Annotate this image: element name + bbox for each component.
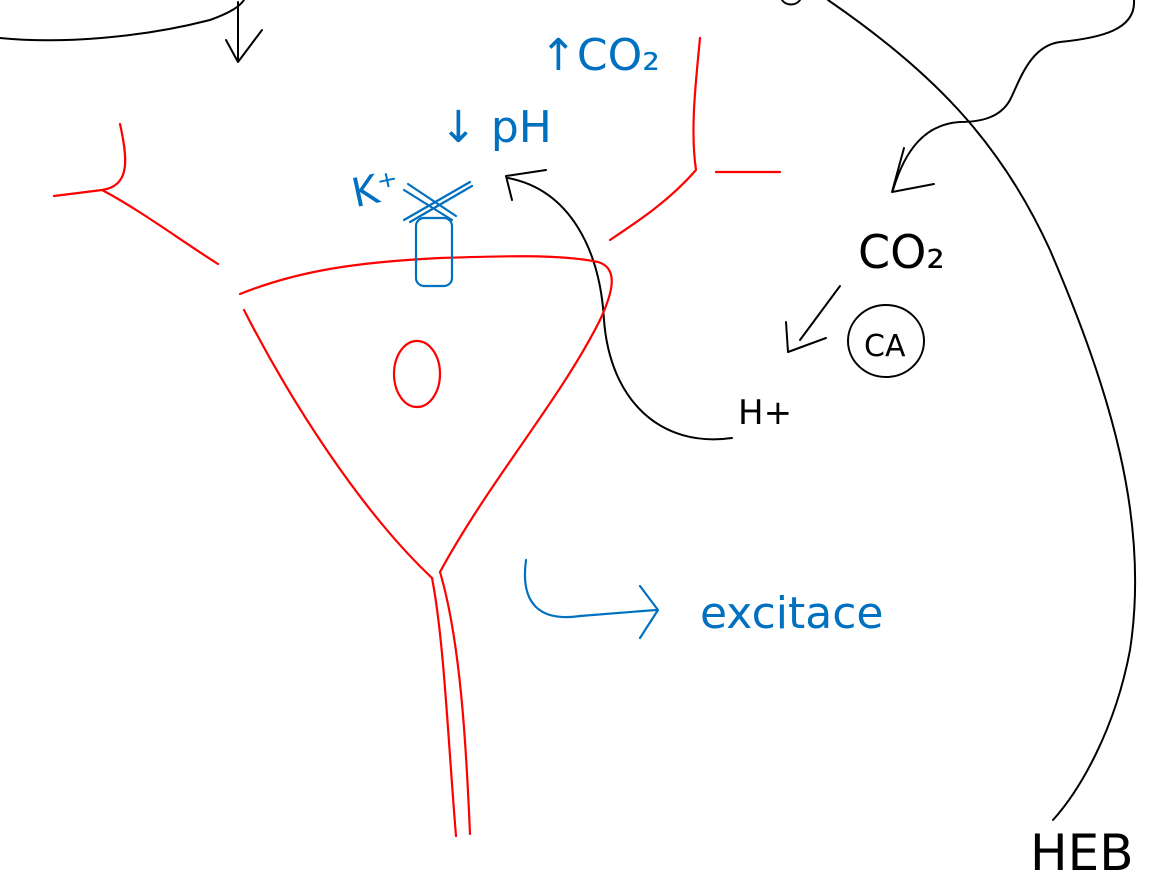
neuron [52, 36, 782, 838]
bbb-outer-curve [827, 0, 1137, 821]
top-right-branch [892, 0, 1136, 191]
blood-brain-barrier-label: HEB [1030, 824, 1134, 881]
proton-label: H+ [738, 393, 792, 433]
nucleus [392, 339, 442, 409]
top-left-arrow [225, 1, 263, 63]
dendrite-right [608, 36, 782, 242]
h-to-channel-arrow [507, 177, 733, 441]
dendrite-left [52, 122, 220, 266]
ion-channel-icon [414, 216, 454, 288]
potassium-channel [402, 180, 474, 288]
co2-to-ca-arrow [785, 285, 841, 353]
potassium-label: K⁺ [348, 162, 404, 217]
excitation-label: excitace [700, 588, 883, 639]
co2-label: CO₂ [858, 225, 945, 279]
co2-arrowhead [891, 147, 935, 193]
top-right-small-mark [781, 0, 801, 6]
h-arrowhead [505, 169, 547, 201]
co2-increase-label: ↑CO₂ [540, 30, 660, 81]
blocked-cross-icon [402, 180, 474, 224]
axon-right [438, 570, 472, 836]
axon-left [430, 576, 458, 838]
neuron-body-left [242, 308, 434, 580]
neuron-body-right [438, 318, 602, 574]
excitation-arrow [523, 558, 660, 640]
ph-decrease-label: ↓ pH [440, 102, 552, 153]
neuron-body-top [238, 255, 613, 322]
ca-label: CA [864, 329, 906, 364]
ca-circle [847, 304, 925, 378]
top-left-curve [0, 0, 245, 42]
